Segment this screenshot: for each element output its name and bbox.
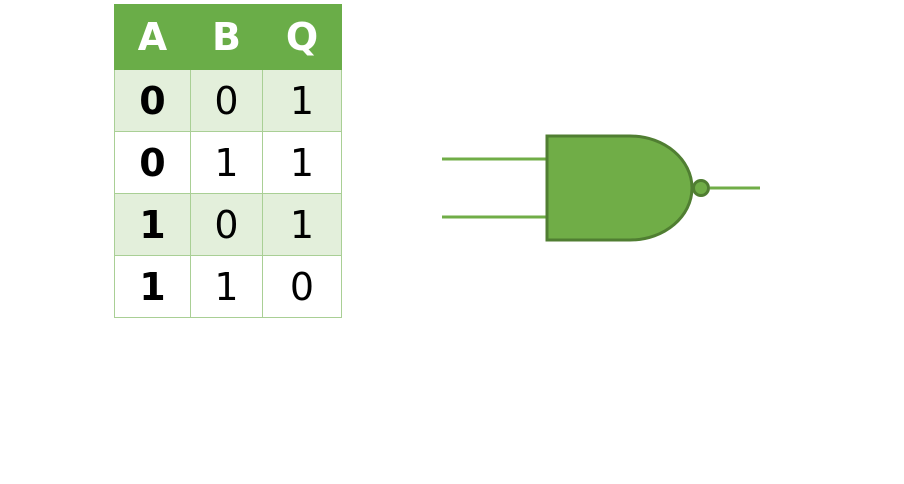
cell-a: 0 xyxy=(114,69,191,132)
cell-q: 0 xyxy=(262,255,342,318)
table-header-row: A B Q xyxy=(114,4,342,70)
cell-a: 1 xyxy=(114,255,191,318)
table-row: 0 0 1 xyxy=(114,69,342,132)
cell-b: 1 xyxy=(190,131,263,194)
nand-gate-body xyxy=(545,134,694,242)
cell-a: 1 xyxy=(114,193,191,256)
cell-q: 1 xyxy=(262,193,342,256)
cell-q: 1 xyxy=(262,69,342,132)
inverter-bubble xyxy=(692,179,710,197)
table-row: 1 1 0 xyxy=(114,255,342,318)
table-row: 0 1 1 xyxy=(114,131,342,194)
cell-a: 0 xyxy=(114,131,191,194)
table-row: 1 0 1 xyxy=(114,193,342,256)
cell-q: 1 xyxy=(262,131,342,194)
cell-b: 0 xyxy=(190,193,263,256)
header-a: A xyxy=(114,4,191,70)
truth-table: A B Q 0 0 1 0 1 1 1 0 1 1 1 0 xyxy=(114,4,342,318)
